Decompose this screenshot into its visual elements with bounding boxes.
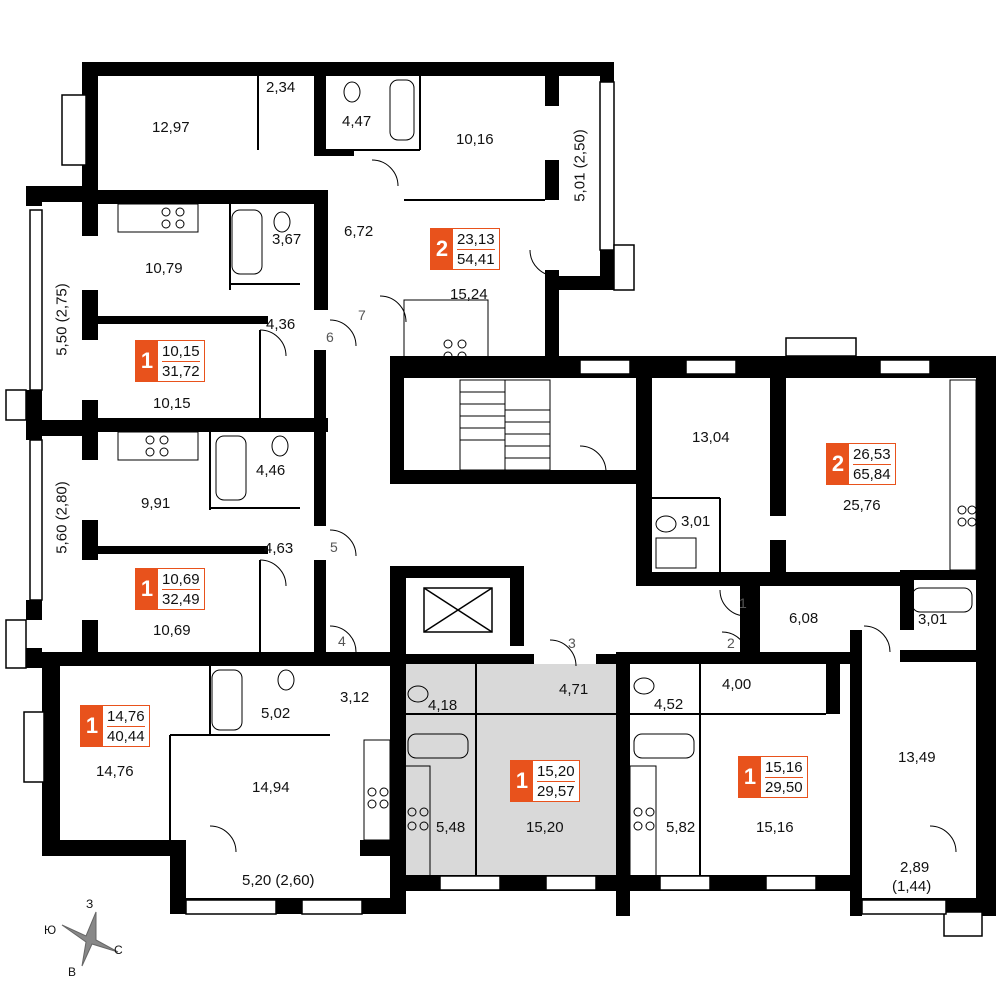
room-area: 25,76: [843, 497, 881, 514]
door-number: 1: [739, 595, 747, 611]
room-count: 2: [431, 229, 453, 269]
room-area: 4,36: [266, 316, 296, 333]
living-area: 15,20: [537, 762, 575, 782]
total-area: 29,50: [765, 778, 803, 796]
room-area: 10,16: [456, 131, 494, 148]
apartment-badge[interactable]: 1 15,20 29,57: [510, 760, 580, 802]
balcony-area: 5,01 (2,50): [571, 129, 589, 202]
apartment-badge[interactable]: 1 14,76 40,44: [80, 705, 150, 747]
compass-rose: [61, 911, 119, 967]
windows: [5, 81, 983, 937]
room-area: 3,01: [918, 611, 948, 628]
room-area: 4,00: [722, 676, 752, 693]
room-area: 3,12: [340, 689, 370, 706]
room-area: 13,04: [692, 429, 730, 446]
room-area: 14,76: [96, 763, 134, 780]
room-area: 3,01: [681, 513, 711, 530]
room-area: 15,24: [450, 286, 488, 303]
fixtures: [117, 79, 977, 877]
room-area: 5,02: [261, 705, 291, 722]
balcony-area: 5,50 (2,75): [53, 283, 71, 356]
door-number: 5: [330, 539, 338, 555]
elevator: [423, 587, 493, 633]
room-area: 14,94: [252, 779, 290, 796]
staircase: [459, 379, 551, 471]
apartment-badge[interactable]: 1 15,16 29,50: [738, 756, 808, 798]
apartment-badge[interactable]: 2 26,53 65,84: [826, 443, 896, 485]
room-count: 1: [739, 757, 761, 797]
living-area: 23,13: [457, 230, 495, 250]
room-area: 15,20: [526, 819, 564, 836]
room-area: 5,48: [436, 819, 466, 836]
room-area: 2,34: [266, 79, 296, 96]
room-area: 4,18: [428, 697, 458, 714]
room-area: 4,47: [342, 113, 372, 130]
living-area: 10,15: [162, 342, 200, 362]
room-count: 1: [511, 761, 533, 801]
compass-north-label: З: [86, 897, 94, 911]
living-area: 26,53: [853, 445, 891, 465]
room-area: 3,67: [272, 231, 302, 248]
compass-south-label: В: [68, 965, 77, 979]
room-area: 6,72: [344, 223, 374, 240]
room-area: 6,08: [789, 610, 819, 627]
room-area: 4,52: [654, 696, 684, 713]
door-number: 6: [326, 329, 334, 345]
room-area: 4,71: [559, 681, 589, 698]
apartment-badge[interactable]: 1 10,69 32,49: [135, 568, 205, 610]
partitions: [169, 76, 826, 875]
living-area: 10,69: [162, 570, 200, 590]
apartment-badge[interactable]: 2 23,13 54,41: [430, 228, 500, 270]
door-number: 3: [568, 635, 576, 651]
compass-east-label: С: [114, 943, 123, 957]
room-area: 10,69: [153, 622, 191, 639]
door-number: 7: [358, 307, 366, 323]
room-area: 5,82: [666, 819, 696, 836]
room-area: 9,91: [141, 495, 171, 512]
total-area: 65,84: [853, 465, 891, 483]
compass-west-label: Ю: [44, 923, 57, 937]
room-count: 1: [81, 706, 103, 746]
total-area: 29,57: [537, 782, 575, 800]
living-area: 14,76: [107, 707, 145, 727]
door-swings: [209, 159, 957, 853]
living-area: 15,16: [765, 758, 803, 778]
room-area: 12,97: [152, 119, 190, 136]
room-count: 2: [827, 444, 849, 484]
room-area: 13,49: [898, 749, 936, 766]
room-area: (1,44): [892, 878, 932, 895]
room-count: 1: [136, 341, 158, 381]
room-area: 2,89: [900, 859, 930, 876]
total-area: 54,41: [457, 250, 495, 268]
room-area: 15,16: [756, 819, 794, 836]
total-area: 32,49: [162, 590, 200, 608]
door-number: 2: [727, 635, 735, 651]
balcony-area: 5,60 (2,80): [53, 481, 71, 554]
apartment-badge[interactable]: 1 10,15 31,72: [135, 340, 205, 382]
room-count: 1: [136, 569, 158, 609]
door-number: 4: [338, 633, 346, 649]
room-area: 4,63: [264, 540, 294, 557]
room-area: 10,15: [153, 395, 191, 412]
total-area: 31,72: [162, 362, 200, 380]
room-area: 4,46: [256, 462, 286, 479]
room-area: 5,20 (2,60): [242, 872, 315, 889]
total-area: 40,44: [107, 727, 145, 745]
room-area: 10,79: [145, 260, 183, 277]
